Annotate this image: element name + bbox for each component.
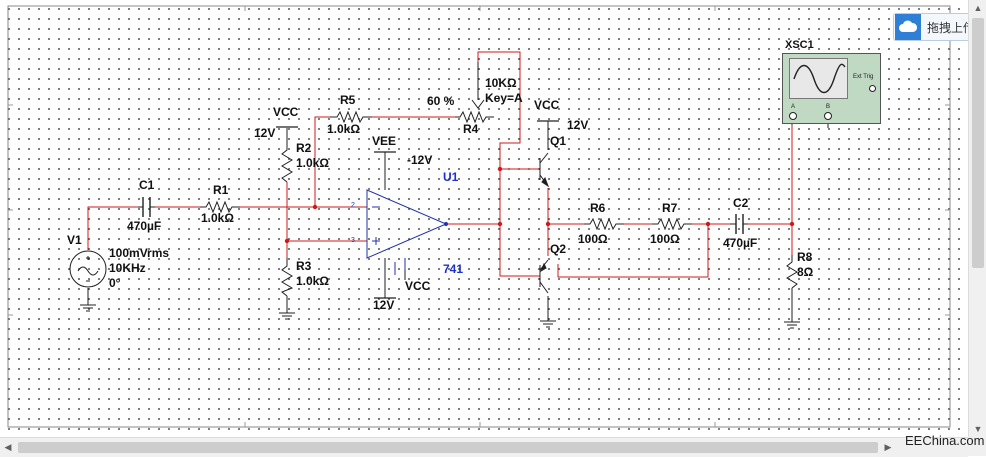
oscilloscope-xsc1[interactable]: Ext Trig A B: [782, 53, 881, 124]
r8-zigzag: [786, 255, 798, 289]
oscilloscope-screen: [789, 58, 848, 99]
channel-b-label: B: [826, 104, 831, 110]
channel-a-label: A: [791, 104, 796, 110]
red-wires: [87, 51, 793, 278]
scroll-left-icon[interactable]: ◀: [4, 442, 12, 452]
horizontal-scroll-thumb[interactable]: [18, 442, 878, 453]
watermark: EEChina.com: [905, 433, 985, 448]
scroll-right-icon[interactable]: ▶: [884, 442, 892, 452]
sine-wave-icon: [793, 63, 846, 94]
cloud-upload-icon: [895, 14, 921, 40]
ground-symbols: [80, 304, 800, 329]
r1-zigzag: [200, 200, 240, 214]
opamp-symbol: [366, 189, 448, 275]
ac-source-symbol: [69, 250, 107, 288]
vertical-scroll-thumb[interactable]: [972, 18, 984, 268]
r7-zigzag: [652, 217, 692, 231]
vertical-scrollbar[interactable]: ▲ ▼: [968, 0, 986, 437]
r5-zigzag: [330, 110, 372, 124]
scroll-up-icon[interactable]: ▲: [973, 3, 983, 13]
r2-zigzag: [281, 140, 293, 183]
r3-zigzag: [281, 258, 294, 297]
channel-b-terminal[interactable]: [824, 112, 832, 120]
schematic-drawing: [7, 5, 951, 428]
horizontal-scrollbar[interactable]: ◀ ▶: [0, 437, 968, 457]
transistor-symbols: [539, 152, 550, 294]
r4-zigzag: [455, 110, 494, 124]
oscilloscope-label: XSC1: [785, 39, 814, 51]
scrollbar-corner: [968, 437, 986, 456]
channel-a-terminal[interactable]: [789, 112, 797, 120]
ext-trig-terminal[interactable]: [869, 85, 876, 92]
drag-upload-label: 拖拽上传: [927, 20, 976, 35]
scroll-down-icon[interactable]: ▼: [973, 424, 983, 434]
ext-trig-label: Ext Trig: [853, 74, 874, 80]
r6-zigzag: [584, 217, 624, 231]
